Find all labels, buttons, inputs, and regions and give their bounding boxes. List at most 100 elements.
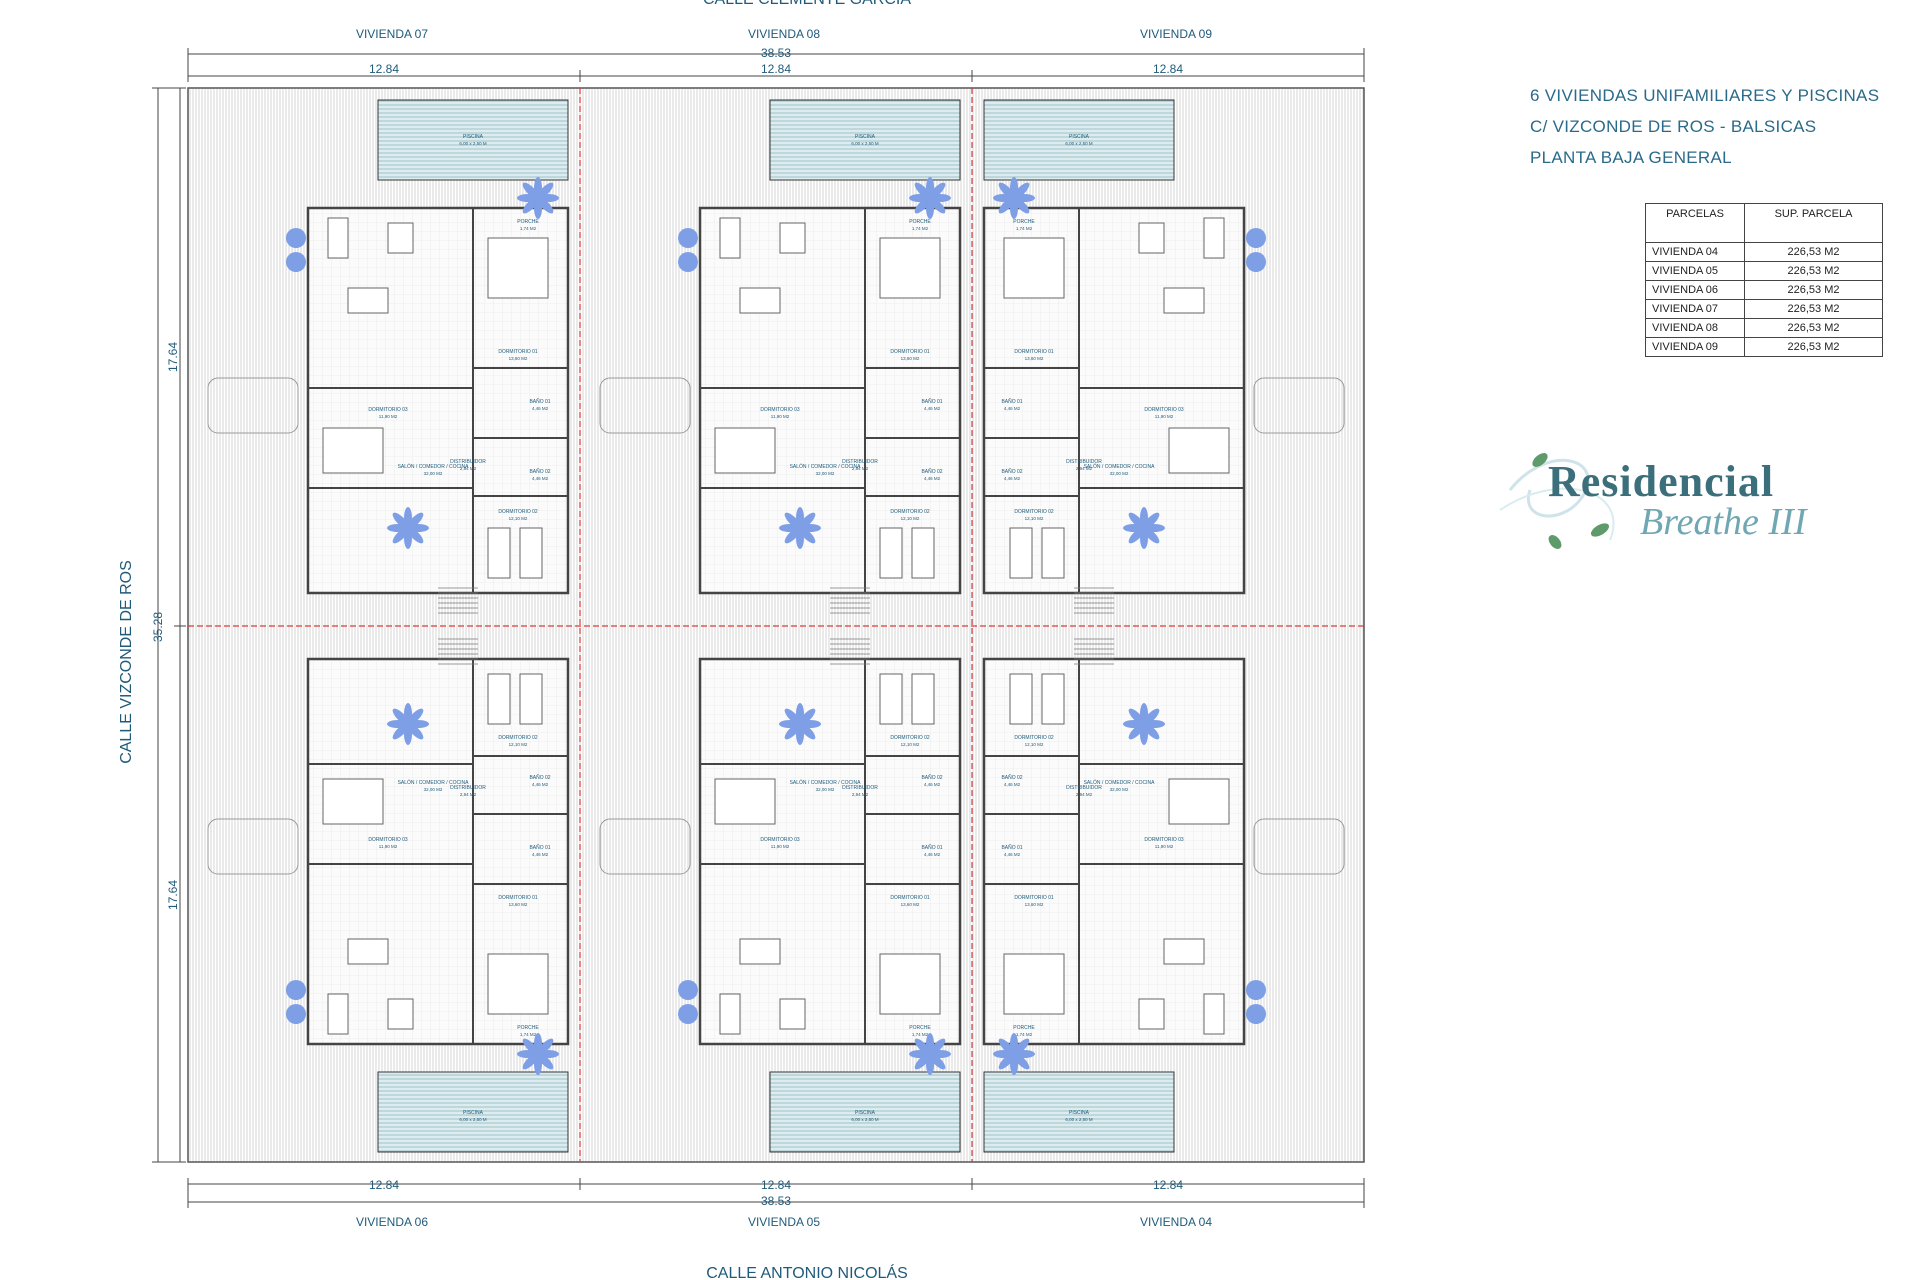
bathroom-2-area-label: 4,46 M2: [532, 782, 549, 787]
palm-tree-icon: [517, 1033, 559, 1075]
living-room-label: SALÓN / COMEDOR / COCINA: [398, 779, 470, 786]
lot-plan: [599, 99, 962, 614]
hall-label: DISTRIBUIDOR: [842, 785, 878, 791]
bed: [1003, 237, 1065, 299]
bedroom-1-label: DORMITORIO 01: [498, 895, 538, 901]
armchair: [387, 998, 414, 1030]
dim-top-lot-2: 12.84: [761, 62, 791, 76]
bed: [714, 778, 776, 825]
bedroom-3-area-label: 11,90 M2: [379, 844, 398, 849]
parcel-area: 226,53 M2: [1744, 299, 1883, 319]
pool: [769, 1071, 961, 1153]
bedroom-2-label: DORMITORIO 02: [1014, 735, 1054, 741]
dimension-lines-bottom: [187, 1178, 1365, 1208]
living-room-area-label: 32,00 M2: [424, 471, 443, 476]
dining-table: [347, 287, 389, 314]
dim-bottom-lot-2: 12.84: [761, 1178, 791, 1192]
bathroom-1-area-label: 4,46 M2: [1004, 406, 1021, 411]
dining-table: [1163, 287, 1205, 314]
lot-0: [207, 99, 570, 614]
hall-area-label: 2,94 M2: [460, 792, 477, 797]
bedroom-1-label: DORMITORIO 01: [498, 349, 538, 355]
logo-swirl-icon: [1499, 453, 1615, 549]
bed: [519, 673, 543, 725]
bedroom-2-area-label: 12,10 M2: [901, 742, 920, 747]
dim-top-total: 38.53: [761, 46, 791, 60]
bathroom-2-label: BAÑO 02: [921, 468, 942, 475]
car-outline: [1253, 377, 1345, 434]
palm-leaf: [784, 512, 802, 530]
palm-tree-icon: [909, 1033, 951, 1075]
bathroom-1-label: BAÑO 01: [1001, 844, 1022, 851]
bedroom-3-area-label: 11,90 M2: [1155, 844, 1174, 849]
bedroom-1-area-label: 13,60 M2: [1025, 356, 1044, 361]
bedroom-3-area-label: 11,90 M2: [771, 414, 790, 419]
pool-label: PISCINA: [855, 134, 876, 140]
bedroom-3-area-label: 11,90 M2: [771, 844, 790, 849]
bedroom-3-label: DORMITORIO 03: [1144, 407, 1184, 413]
palm-leaf: [1012, 1052, 1030, 1070]
bedroom-1-label: DORMITORIO 01: [890, 349, 930, 355]
living-room-label: SALÓN / COMEDOR / COCINA: [398, 463, 470, 470]
bed: [519, 527, 543, 579]
house-label-08: VIVIENDA 08: [748, 27, 820, 41]
bedroom-3-label: DORMITORIO 03: [760, 837, 800, 843]
bedroom-2-label: DORMITORIO 02: [890, 735, 930, 741]
bathroom-1-area-label: 4,46 M2: [532, 406, 549, 411]
bedroom-3-area-label: 11,90 M2: [379, 414, 398, 419]
bedroom-2-area-label: 12,10 M2: [1025, 742, 1044, 747]
palm-leaf: [1142, 722, 1160, 740]
dim-bottom-total: 38.53: [761, 1194, 791, 1208]
car-outline: [207, 818, 299, 875]
bed: [487, 237, 549, 299]
living-room-label: SALÓN / COMEDOR / COCINA: [1084, 463, 1156, 470]
porch-label: PORCHE: [517, 219, 539, 225]
palm-leaf: [392, 512, 410, 530]
logo-word-residencial: Residencial: [1548, 457, 1775, 506]
dining-table: [739, 938, 781, 965]
bedroom-1-area-label: 13,60 M2: [509, 902, 528, 907]
bathroom-2-area-label: 4,46 M2: [532, 476, 549, 481]
pool-label: PISCINA: [855, 1110, 876, 1116]
bed: [714, 427, 776, 474]
shrub-icon: [286, 252, 306, 272]
bathroom-1-area-label: 4,46 M2: [1004, 852, 1021, 857]
porch-label: PORCHE: [909, 1025, 931, 1031]
palm-tree-icon: [909, 177, 951, 219]
lot-plan: [207, 638, 570, 1153]
pool-size-label: 6,00 x 2,50 M: [851, 1117, 879, 1122]
hall-area-label: 2,94 M2: [1076, 792, 1093, 797]
shrub-icon: [286, 1004, 306, 1024]
plan-name: PLANTA BAJA GENERAL: [1530, 148, 1732, 167]
dim-left-half-2: 17.64: [166, 880, 180, 910]
porch-label: PORCHE: [1013, 1025, 1035, 1031]
armchair: [1138, 998, 1165, 1030]
pool-size-label: 6,00 x 2,50 M: [1065, 1117, 1093, 1122]
project-title-block: 6 VIVIENDAS UNIFAMILIARES Y PISCINAS C/ …: [1530, 80, 1879, 173]
parcel-name: VIVIENDA 08: [1645, 318, 1745, 338]
bedroom-1-area-label: 13,60 M2: [901, 902, 920, 907]
house-label-04: VIVIENDA 04: [1140, 1215, 1212, 1229]
bedroom-2-label: DORMITORIO 02: [498, 509, 538, 515]
pool-size-label: 6,00 x 2,50 M: [459, 1117, 487, 1122]
sofa: [1203, 217, 1225, 259]
street-bottom-label: CALLE ANTONIO NICOLÁS: [706, 1263, 908, 1280]
lot-5: [982, 638, 1345, 1153]
bedroom-1-area-label: 13,60 M2: [1025, 902, 1044, 907]
dining-table: [1163, 938, 1205, 965]
pool-label: PISCINA: [1069, 1110, 1090, 1116]
bed: [911, 527, 935, 579]
house-label-07: VIVIENDA 07: [356, 27, 428, 41]
porch-area-label: 1,74 M2: [1016, 226, 1033, 231]
dining-table: [739, 287, 781, 314]
bathroom-1-area-label: 4,46 M2: [924, 852, 941, 857]
property-lines: [188, 88, 1364, 1162]
parcel-name: VIVIENDA 04: [1645, 242, 1745, 262]
dim-bottom-lot-1: 12.84: [369, 1178, 399, 1192]
lot-1: [599, 99, 962, 614]
street-left-label: CALLE VIZCONDE DE ROS: [118, 560, 135, 764]
